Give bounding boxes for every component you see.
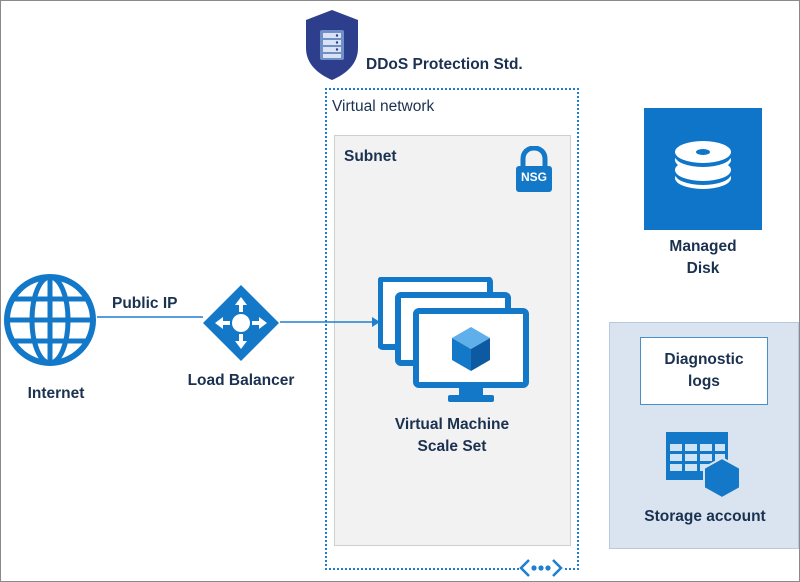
public-ip-label: Public IP [112,295,178,312]
ddos-shield-icon [304,8,360,82]
subnet-label: Subnet [344,148,397,165]
virtual-network-label: Virtual network [332,98,435,115]
storage-grid-icon [666,432,744,504]
ddos-label: DDoS Protection Std. [366,56,523,73]
vmss-label-line2: Scale Set [417,438,487,455]
managed-disk-label-line1: Managed [669,238,737,255]
load-balancer-label: Load Balancer [187,372,295,389]
vnet-ellipsis-icon [519,556,563,580]
internet-globe-icon [2,272,98,368]
diagnostic-logs-box: Diagnostic logs [640,337,768,405]
load-balancer-icon [201,283,281,363]
disk-stack-icon [672,138,734,194]
managed-disk-label-line2: Disk [686,260,720,277]
vmss-label-line1: Virtual Machine [394,416,510,433]
vm-scale-set-icon [378,277,530,409]
diagnostic-logs-label-line1: Diagnostic [664,351,744,368]
internet-label: Internet [27,385,85,402]
nsg-label: NSG [520,170,547,184]
nsg-padlock-icon [513,146,555,194]
virtual-network-boundary [325,88,579,570]
diagnostic-logs-label-line2: logs [688,373,720,390]
storage-account-label: Storage account [644,508,766,525]
